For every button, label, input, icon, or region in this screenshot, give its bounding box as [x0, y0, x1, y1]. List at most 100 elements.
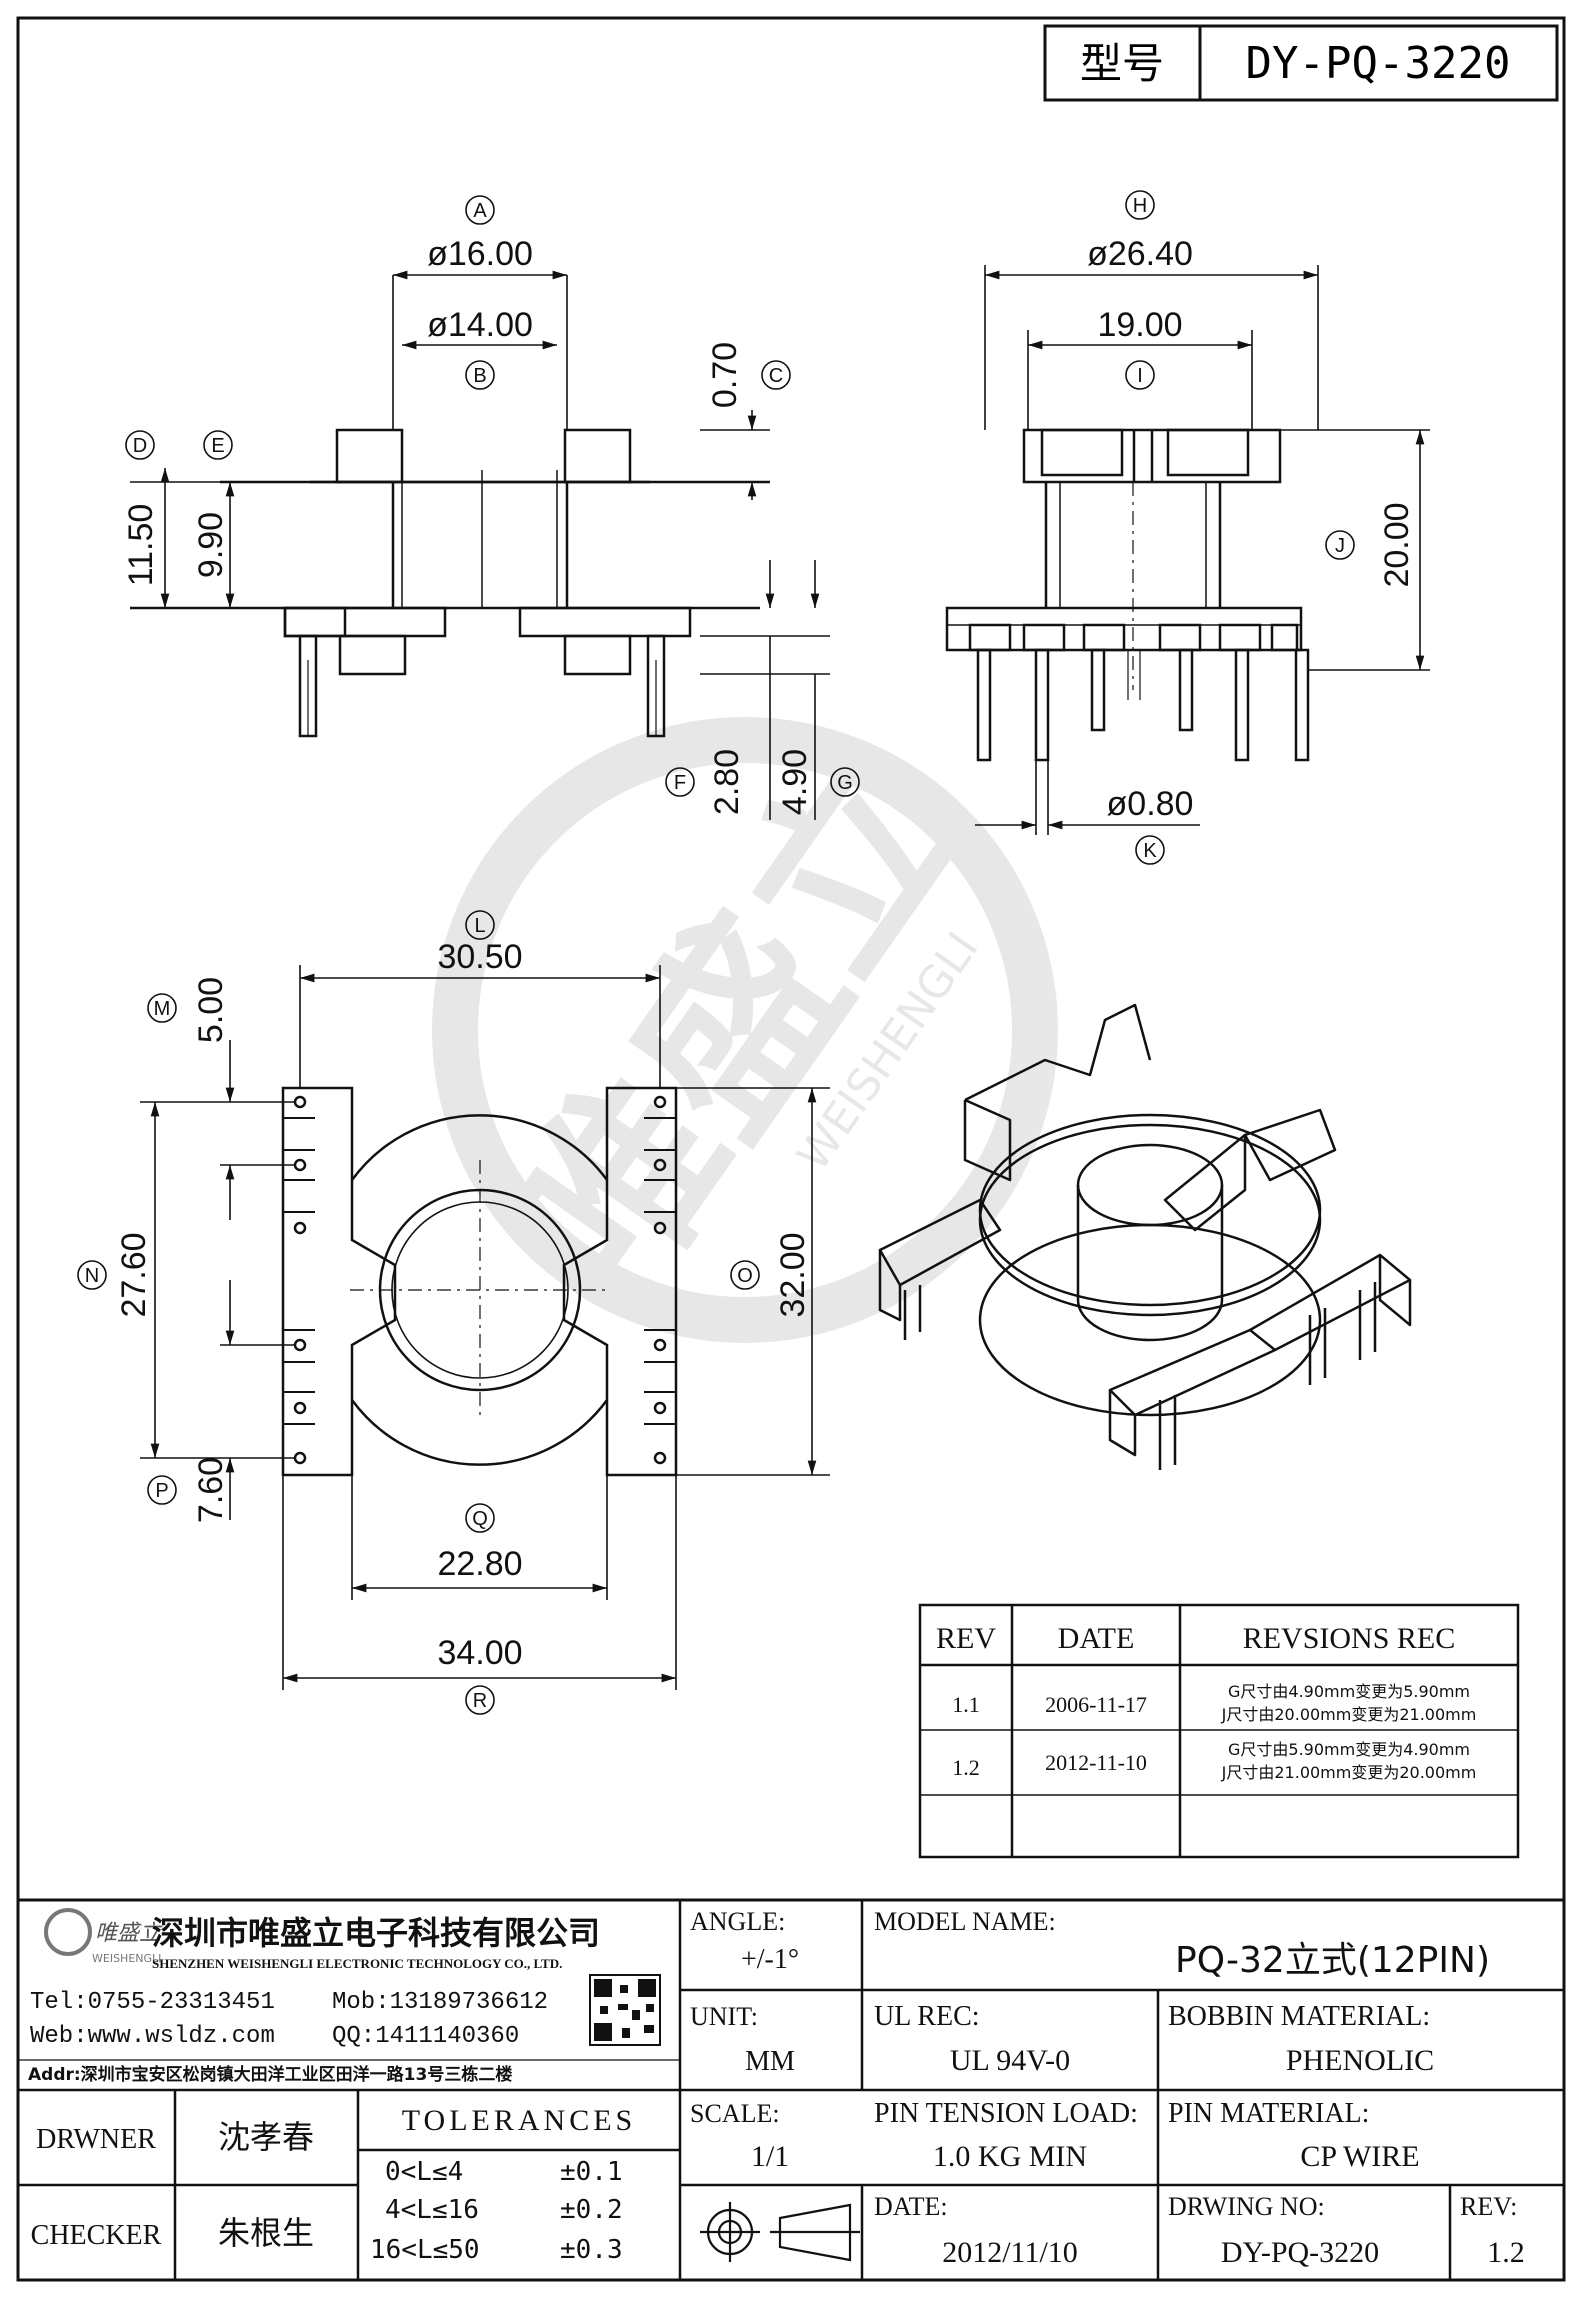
- dim-I-tag: I: [1137, 365, 1143, 387]
- company-web: Web:www.wsldz.com: [30, 2023, 275, 2050]
- dim-D-tag: D: [133, 435, 147, 457]
- rev-row-1-line2: J尺寸由20.00mm变更为21.00mm: [1221, 1705, 1477, 1724]
- dim-A-tag: A: [473, 200, 487, 222]
- dim-Q: Q 22.80: [437, 1503, 523, 1583]
- tol-row-2-tol: ±0.2: [560, 2195, 623, 2225]
- dim-N-tag: N: [85, 1265, 99, 1287]
- dim-G: 4.90 G: [776, 749, 860, 815]
- dim-K: ø0.80 K: [1107, 785, 1194, 865]
- dim-Q-value: 22.80: [437, 1545, 522, 1583]
- dim-J-tag: J: [1335, 535, 1345, 557]
- dim-O-tag: O: [737, 1265, 753, 1287]
- company-qq: QQ:1411140360: [332, 2023, 519, 2050]
- company-addr: Addr:深圳市宝安区松岗镇大田洋工业区田洋一路13号三栋二楼: [28, 2064, 512, 2085]
- dim-F-tag: F: [674, 772, 686, 794]
- company-tel: Tel:0755-23313451: [30, 1989, 275, 2016]
- rev-row-2-line1: G尺寸由5.90mm变更为4.90mm: [1228, 1740, 1470, 1759]
- isometric-view: [878, 1003, 1412, 1470]
- dim-F: F 2.80: [665, 749, 746, 815]
- rev-label: REV:: [1460, 2192, 1517, 2221]
- drawner-value: 沈孝春: [218, 2118, 314, 2156]
- company-logo-en: WEISHENGLI: [92, 1952, 161, 1965]
- side-view-dims: [975, 265, 1430, 835]
- dim-B-value: ø14.00: [427, 306, 533, 344]
- ul-rec-value: UL 94V-0: [950, 2044, 1070, 2077]
- dim-C-value: 0.70: [706, 342, 744, 408]
- date-value: 2012/11/10: [942, 2236, 1078, 2269]
- sheet-border: [16, 16, 1566, 2282]
- dim-K-tag: K: [1143, 840, 1157, 862]
- angle-label: ANGLE:: [690, 1907, 785, 1936]
- rev-row-1-line1: G尺寸由4.90mm变更为5.90mm: [1228, 1682, 1470, 1701]
- dim-J-value: 20.00: [1378, 502, 1416, 587]
- dim-N-value: 27.60: [115, 1232, 153, 1317]
- side-view: [945, 428, 1310, 762]
- top-view-dims: [140, 965, 830, 1690]
- dim-B-tag: B: [473, 365, 486, 387]
- company-logo: 唯盛立 WEISHENGLI: [44, 1908, 163, 1965]
- dimension-labels: A ø16.00 ø14.00 B 0.70 C D 11.50 E 9.90: [77, 190, 1416, 1715]
- drawing-no-label: DRWING NO:: [1168, 2192, 1325, 2221]
- rev-header-rev: REV: [936, 1622, 996, 1655]
- dim-O-value: 32.00: [774, 1232, 812, 1317]
- rev-value: 1.2: [1487, 2236, 1525, 2269]
- qr-code: [589, 1974, 661, 2046]
- unit-value: MM: [745, 2046, 795, 2077]
- bobbin-material-label: BOBBIN MATERIAL:: [1168, 2001, 1430, 2032]
- angle-value: +/-1°: [741, 1944, 799, 1975]
- checker-value: 朱根生: [218, 2214, 314, 2252]
- dim-Q-tag: Q: [472, 1508, 488, 1530]
- revision-table-text: REV DATE REVSIONS REC 1.1 2006-11-17 G尺寸…: [936, 1622, 1476, 1782]
- tolerances-label: TOLERANCES: [402, 2104, 636, 2137]
- dim-E: E 9.90: [192, 430, 233, 578]
- dim-D: D 11.50: [122, 430, 160, 587]
- pin-material-label: PIN MATERIAL:: [1168, 2098, 1369, 2129]
- dim-M-value: 5.00: [192, 977, 230, 1043]
- rev-row-2-line2: J尺寸由21.00mm变更为20.00mm: [1221, 1763, 1477, 1782]
- dim-N: N 27.60: [77, 1232, 153, 1318]
- title-block-text: 深圳市唯盛立电子科技有限公司 SHENZHEN WEISHENGLI ELECT…: [28, 1907, 1525, 2269]
- dim-C-tag: C: [769, 365, 783, 387]
- dim-P-value: 7.60: [192, 1457, 230, 1523]
- dim-L-tag: L: [474, 915, 485, 937]
- ul-rec-label: UL REC:: [874, 2001, 980, 2032]
- rev-row-2-rev: 1.2: [952, 1755, 980, 1780]
- projection-symbol-icon: [700, 2202, 860, 2262]
- front-view: [130, 428, 770, 738]
- bobbin-material-value: PHENOLIC: [1286, 2044, 1434, 2077]
- dim-J: J 20.00: [1325, 502, 1416, 588]
- dim-P: P 7.60: [147, 1457, 230, 1523]
- dim-D-value: 11.50: [122, 504, 160, 587]
- dim-L-value: 30.50: [437, 938, 522, 976]
- dim-K-value: ø0.80: [1107, 785, 1194, 823]
- tol-row-2-range: 4<L≤16: [385, 2195, 479, 2225]
- dim-E-tag: E: [211, 435, 224, 457]
- dim-M-tag: M: [154, 998, 171, 1020]
- drawner-label: DRWNER: [36, 2124, 156, 2155]
- scale-value: 1/1: [751, 2140, 789, 2173]
- dim-F-value: 2.80: [708, 749, 746, 815]
- company-name-en: SHENZHEN WEISHENGLI ELECTRONIC TECHNOLOG…: [152, 1956, 562, 1971]
- dim-R-value: 34.00: [437, 1634, 522, 1672]
- pin-material-value: CP WIRE: [1300, 2140, 1419, 2173]
- dim-H-value: ø26.40: [1087, 235, 1193, 273]
- scale-label: SCALE:: [690, 2099, 780, 2128]
- revision-table: [918, 1603, 1520, 1859]
- dim-G-value: 4.90: [776, 749, 814, 815]
- dim-O: O 32.00: [730, 1232, 812, 1318]
- company-logo-cn: 唯盛立: [95, 1921, 163, 1946]
- pin-tension-value: 1.0 KG MIN: [933, 2140, 1087, 2173]
- company-name-cn: 深圳市唯盛立电子科技有限公司: [152, 1914, 600, 1952]
- dim-E-value: 9.90: [192, 512, 230, 578]
- model-name-label: MODEL NAME:: [874, 1907, 1056, 1936]
- pin-tension-label: PIN TENSION LOAD:: [874, 2098, 1138, 2129]
- title-block-grid: [18, 1898, 1564, 2280]
- unit-label: UNIT:: [690, 2002, 758, 2031]
- dim-P-tag: P: [155, 1480, 168, 1502]
- model-box-label: 型号: [1080, 39, 1164, 88]
- dim-L: L 30.50: [437, 910, 523, 976]
- tol-row-1-tol: ±0.1: [560, 2157, 623, 2187]
- model-box-value: DY-PQ-3220: [1246, 38, 1511, 89]
- rev-header-date: DATE: [1058, 1622, 1135, 1655]
